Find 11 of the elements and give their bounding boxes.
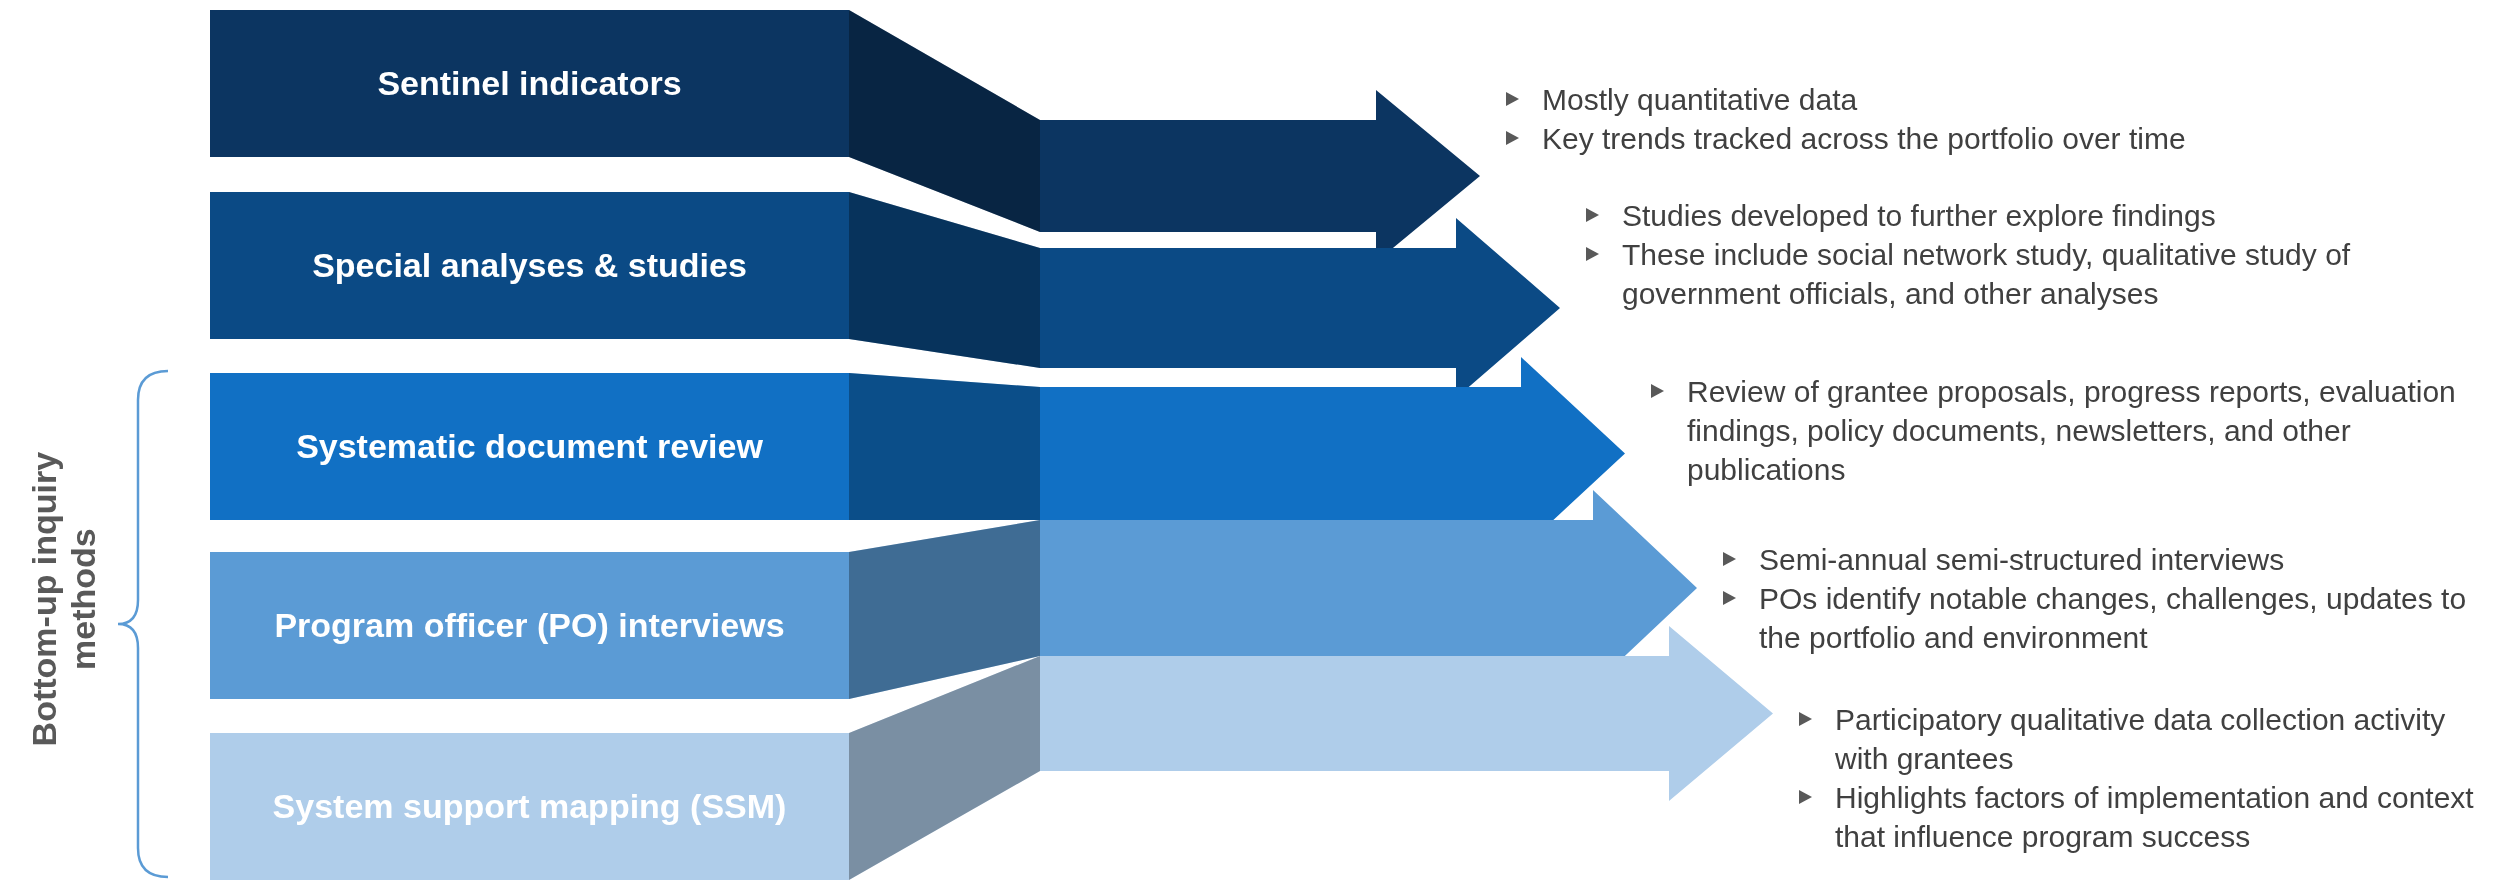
bullet-item: Highlights factors of implementation and context that influence program success bbox=[1795, 778, 2501, 856]
bullet-item: Review of grantee proposals, progress reports, evaluation findings, policy documents, newsletters, and other publications bbox=[1647, 372, 2495, 489]
bullet-item: These include social network study, qualitative study of government officials, and other analyses bbox=[1582, 235, 2490, 313]
bullet-item: Participatory qualitative data collection activity with grantees bbox=[1795, 700, 2501, 778]
block-arrow bbox=[1040, 626, 1773, 801]
bullet-item: Key trends tracked across the portfolio over time bbox=[1502, 119, 2420, 158]
bullet-item: Studies developed to further explore findings bbox=[1582, 196, 2490, 235]
bullet-item: Mostly quantitative data bbox=[1502, 80, 2420, 119]
side-label: Bottom-up inquiry methods bbox=[24, 450, 103, 749]
bullet-item: Semi-annual semi-structured interviews bbox=[1719, 540, 2497, 579]
bullet-item: POs identify notable changes, challenges, updates to the portfolio and environment bbox=[1719, 579, 2497, 657]
